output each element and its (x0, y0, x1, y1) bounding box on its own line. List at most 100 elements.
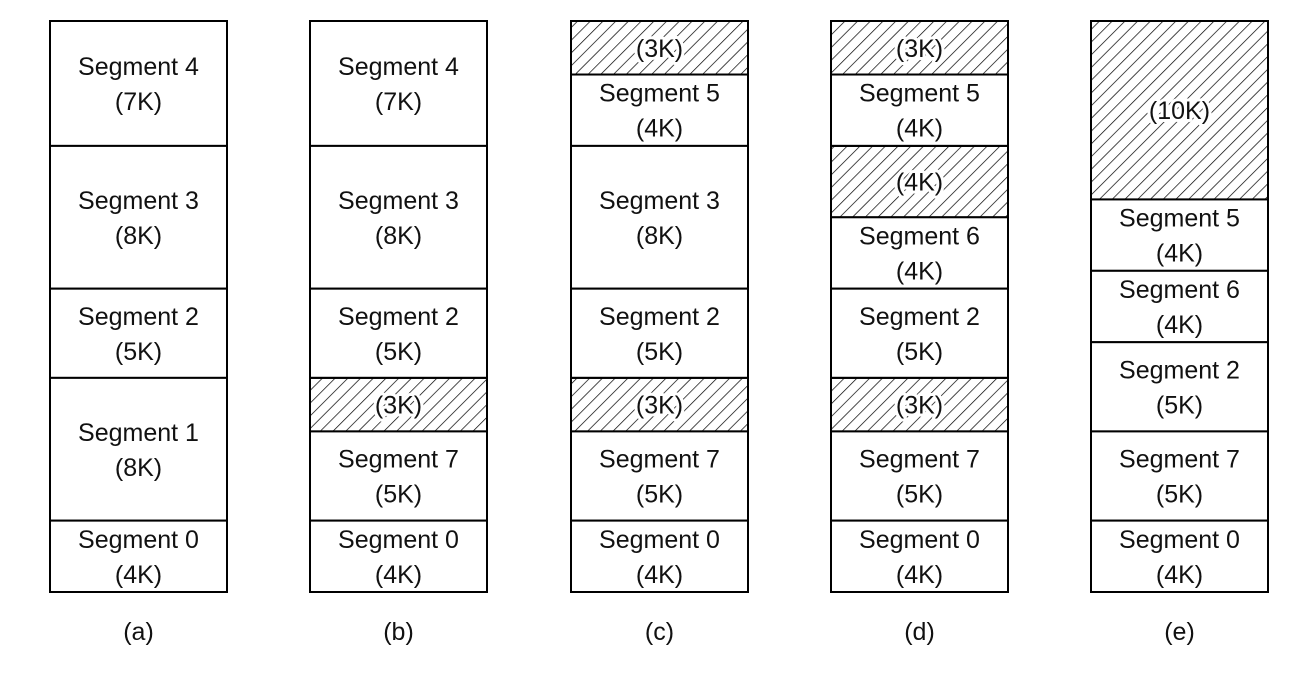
panel-label: (a) (123, 618, 154, 646)
segment-size: (4K) (636, 115, 683, 143)
hole-size-label: (4K) (896, 169, 943, 197)
hatch-fill (310, 377, 487, 432)
hole-size-label: (3K) (375, 392, 422, 420)
segment-name: Segment 2 (859, 303, 980, 331)
panel-b: Segment 4 (7K) Segment 3 (8K) Segment 2 (5K) (… (309, 20, 488, 646)
segment-size: (4K) (896, 257, 943, 285)
panel-e: (10K) Segment 5 (4K) Segment 6 (4K) Segment 2… (1090, 20, 1269, 646)
segment-outline (830, 73, 1009, 147)
segment-name: Segment 6 (859, 222, 980, 250)
segment-3-block: Segment 3 (8K) (49, 144, 228, 290)
panel-d: (3K)Segment 5(4K)(4K)Segment 6(4K)Segmen… (830, 20, 1009, 646)
segment-name: Segment 6 (1119, 276, 1240, 304)
segment-outline (49, 287, 228, 379)
segment-size: (5K) (636, 481, 683, 509)
segment-name: Segment 7 (1119, 446, 1240, 474)
segment-6-block: Segment 6 (4K) (830, 216, 1009, 290)
segment-outline (49, 519, 228, 593)
segment-4-block: Segment 4 (7K) (309, 20, 488, 147)
segment-7-block: Segment 7(5K) (309, 430, 488, 522)
segment-name: Segment 0 (1119, 526, 1240, 554)
segment-size: (8K) (115, 454, 162, 482)
segment-name: Segment 2 (1119, 356, 1240, 384)
segment-3-block: Segment 3 (8K) (570, 144, 749, 290)
hole-size-label: (3K) (896, 392, 943, 420)
segment-size: (4K) (115, 561, 162, 589)
panel-label: (c) (645, 618, 674, 646)
segment-size: (4K) (636, 561, 683, 589)
segment-outline (49, 20, 228, 147)
segment-name: Segment 3 (599, 187, 720, 215)
segment-size: (8K) (115, 222, 162, 250)
segment-name: Segment 5 (1119, 205, 1240, 233)
segment-name: Segment 1 (78, 419, 199, 447)
segment-0-block: Segment 0 (4K) (49, 519, 228, 593)
segment-7-block: Segment 7 (5K) (830, 430, 1009, 522)
segment-size: (5K) (896, 481, 943, 509)
segment-size: (5K) (1156, 391, 1203, 419)
segment-name: Segment 3 (78, 187, 199, 215)
hatch-fill (831, 145, 1008, 218)
segment-outline (570, 73, 749, 147)
segment-outline (49, 376, 228, 522)
segment-outline (1090, 430, 1269, 522)
segment-name: Segment 5 (859, 80, 980, 108)
segment-size: (4K) (1156, 311, 1203, 339)
segment-name: Segment 2 (338, 303, 459, 331)
segment-size: (4K) (896, 561, 943, 589)
segment-name: Segment 2 (78, 303, 199, 331)
hatch-fill (831, 377, 1008, 432)
segment-size: (4K) (1156, 240, 1203, 268)
segment-0-block: Segment 0 (4K) (570, 519, 749, 593)
segment-5-block: Segment 5 (4K) (830, 73, 1009, 147)
panel-a: Segment 4(7K)Segment 3(8K)Segment 2(5K)S… (49, 20, 228, 646)
free-hole-3k: (3K) (830, 20, 1009, 76)
segment-5-block: Segment 5 (4K) (570, 73, 749, 147)
segment-size: (5K) (115, 338, 162, 366)
segment-name: Segment 0 (599, 526, 720, 554)
segment-size: (5K) (375, 481, 422, 509)
segment-name: Segment 4 (338, 53, 459, 81)
segment-outline (830, 216, 1009, 290)
free-hole-3k: (3K) (309, 376, 488, 433)
segment-name: Segment 0 (78, 526, 199, 554)
segment-outline (830, 287, 1009, 379)
segment-outline (830, 430, 1009, 522)
hole-size-label: (3K) (896, 35, 943, 63)
segment-name: Segment 5 (599, 80, 720, 108)
free-hole-3k: (3K) (570, 20, 749, 76)
free-hole-10k: (10K) (1090, 20, 1269, 201)
segment-size: (4K) (896, 115, 943, 143)
segment-outline (570, 519, 749, 593)
segment-size: (8K) (375, 222, 422, 250)
segment-2-block: Segment 2 (5K) (49, 287, 228, 379)
hatch-fill (1091, 21, 1268, 200)
segment-name: Segment 3 (338, 187, 459, 215)
segment-2-block: Segment 2(5K) (570, 287, 749, 379)
panel-c: (3K)Segment 5(4K)Segment 3(8K)Segment 2(… (570, 20, 749, 646)
hatch-fill (571, 377, 748, 432)
hatch-fill (571, 21, 748, 75)
segment-name: Segment 0 (859, 526, 980, 554)
segment-size: (5K) (1156, 481, 1203, 509)
segment-name: Segment 7 (859, 446, 980, 474)
segment-7-block: Segment 7 (5K) (1090, 430, 1269, 522)
segment-size: (7K) (115, 88, 162, 116)
segment-size: (7K) (375, 88, 422, 116)
panel-label: (b) (383, 618, 414, 646)
segment-outline (1090, 198, 1269, 272)
segment-outline (1090, 519, 1269, 593)
hatch-fill (831, 21, 1008, 75)
segment-size: (8K) (636, 222, 683, 250)
segment-1-block: Segment 1 (8K) (49, 376, 228, 522)
hole-size-label: (3K) (636, 35, 683, 63)
panel-label: (d) (904, 618, 935, 646)
segment-4-block: Segment 4(7K) (49, 20, 228, 147)
segment-size: (5K) (896, 338, 943, 366)
free-hole-3k: (3K) (830, 376, 1009, 433)
segment-7-block: Segment 7(5K) (570, 430, 749, 522)
segment-name: Segment 2 (599, 303, 720, 331)
segment-outline (830, 519, 1009, 593)
segment-outline (1090, 341, 1269, 433)
segment-outline (309, 519, 488, 593)
